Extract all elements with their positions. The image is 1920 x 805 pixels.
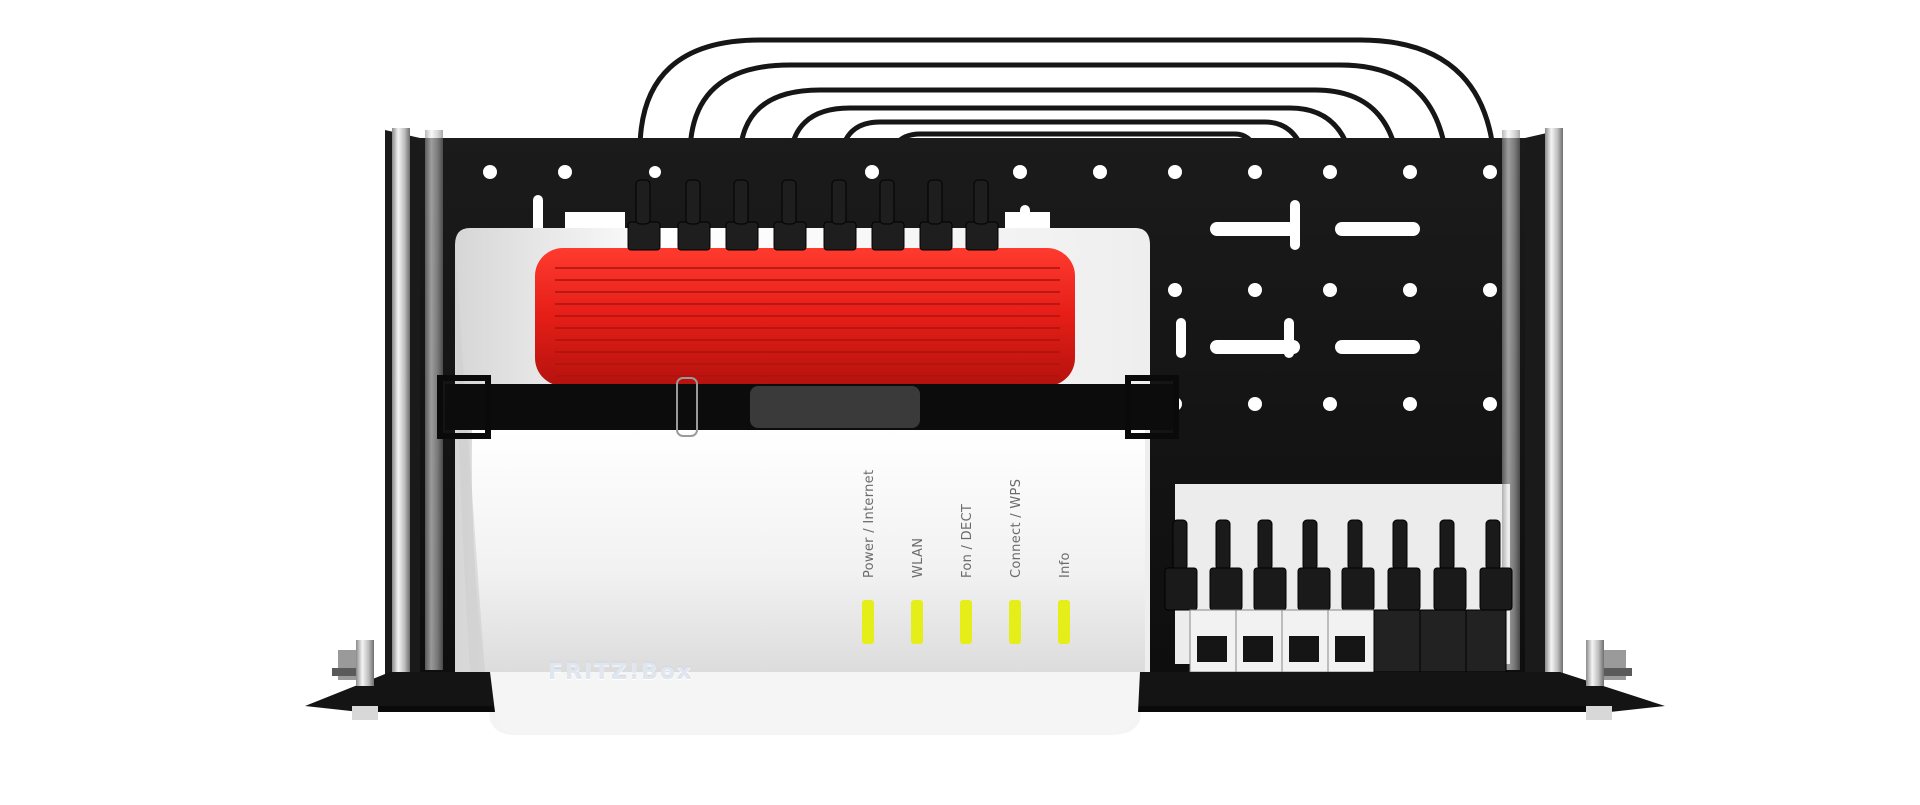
- led-wlan: [911, 600, 923, 644]
- red-ribs: [555, 267, 1060, 377]
- top-connectors: [627, 179, 999, 251]
- led-label-fon: Fon / DECT: [960, 503, 975, 578]
- led-info: [1058, 600, 1070, 644]
- brand-logo: FRITZ!Box: [548, 660, 694, 685]
- led-label-info: Info: [1058, 552, 1073, 578]
- right-side-panel: [1502, 128, 1563, 690]
- side-plugs: [1164, 519, 1513, 673]
- led-label-power: Power / Internet: [862, 469, 877, 578]
- led-power: [862, 600, 874, 644]
- router-red-top: [535, 248, 1075, 386]
- retaining-strap: [437, 375, 1179, 439]
- led-label-wlan: WLAN: [911, 537, 926, 578]
- led-fon: [960, 600, 972, 644]
- status-leds: [862, 600, 1070, 644]
- router-foot: [490, 672, 1140, 735]
- mounting-screws: [332, 640, 1632, 720]
- keystone-jack-ports: [1197, 636, 1365, 662]
- keystone-jacks-black: [1373, 609, 1507, 673]
- left-side-panel: [385, 128, 443, 690]
- led-label-connect: Connect / WPS: [1009, 478, 1024, 578]
- led-connect: [1009, 600, 1021, 644]
